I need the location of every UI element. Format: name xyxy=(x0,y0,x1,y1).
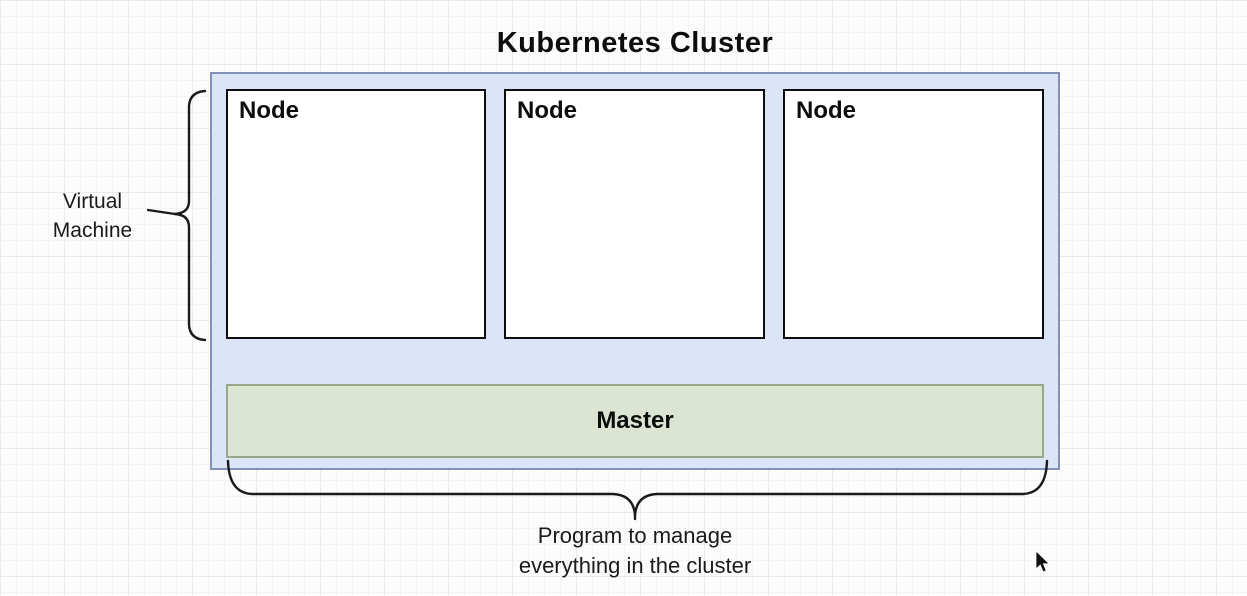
virtual-machine-annotation-line1: Virtual xyxy=(62,190,123,213)
node-3-label: Node xyxy=(796,97,856,124)
node-1-label: Node xyxy=(239,97,299,124)
mouse-cursor-icon xyxy=(1035,550,1050,573)
master-purpose-annotation-line1: Program to manage xyxy=(537,523,733,548)
virtual-machine-annotation: Virtual Machine xyxy=(30,187,155,245)
diagram-title: Kubernetes Cluster xyxy=(496,27,774,59)
master-purpose-annotation-line2: everything in the cluster xyxy=(518,553,752,578)
master-purpose-annotation: Program to manage everything in the clus… xyxy=(425,521,845,581)
node-box-3: Node xyxy=(783,89,1044,339)
node-box-2: Node xyxy=(504,89,765,339)
left-curly-brace xyxy=(174,89,207,342)
virtual-machine-annotation-line2: Machine xyxy=(52,219,133,242)
master-box: Master xyxy=(226,384,1044,458)
node-2-label: Node xyxy=(517,97,577,124)
master-label: Master xyxy=(596,407,674,434)
node-box-1: Node xyxy=(226,89,486,339)
